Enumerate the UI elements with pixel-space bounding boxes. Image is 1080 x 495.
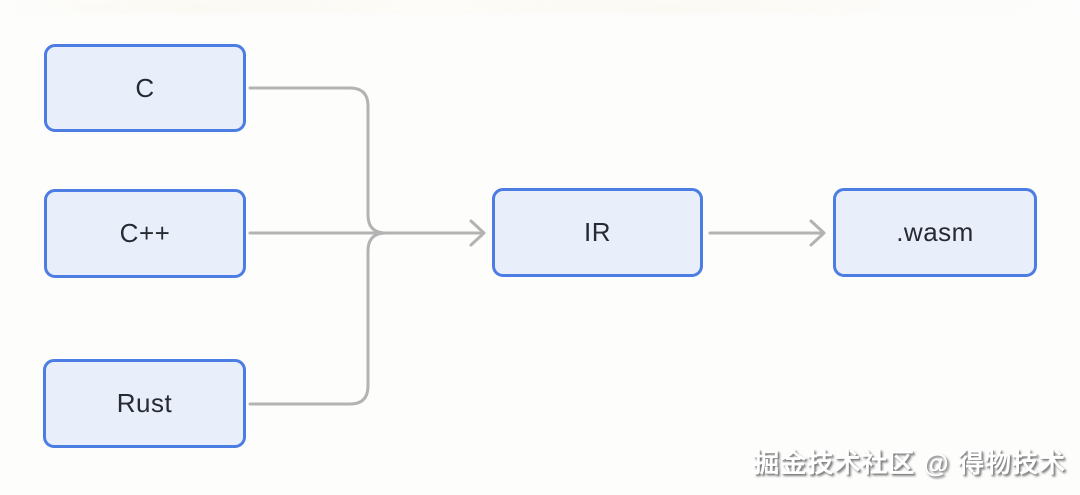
node-wasm-label: .wasm: [896, 217, 974, 247]
edge-c-to-ir: [248, 86, 388, 235]
node-rust-label: Rust: [116, 388, 173, 418]
node-wasm: .wasm: [833, 188, 1037, 277]
watermark: 掘金技术社区 @ 得物技术: [753, 448, 1066, 478]
node-c-label: C: [135, 72, 155, 103]
node-ir-label: IR: [584, 217, 611, 247]
arrowhead-into-ir-icon: [469, 219, 486, 247]
arrowhead-into-wasm-icon: [809, 219, 826, 247]
node-c: C: [44, 44, 246, 132]
edge-rust-to-ir: [248, 231, 388, 406]
node-cpp-label: C++: [119, 218, 171, 248]
node-ir: IR: [492, 188, 703, 277]
node-rust: Rust: [43, 359, 246, 448]
node-cpp: C++: [44, 189, 246, 278]
